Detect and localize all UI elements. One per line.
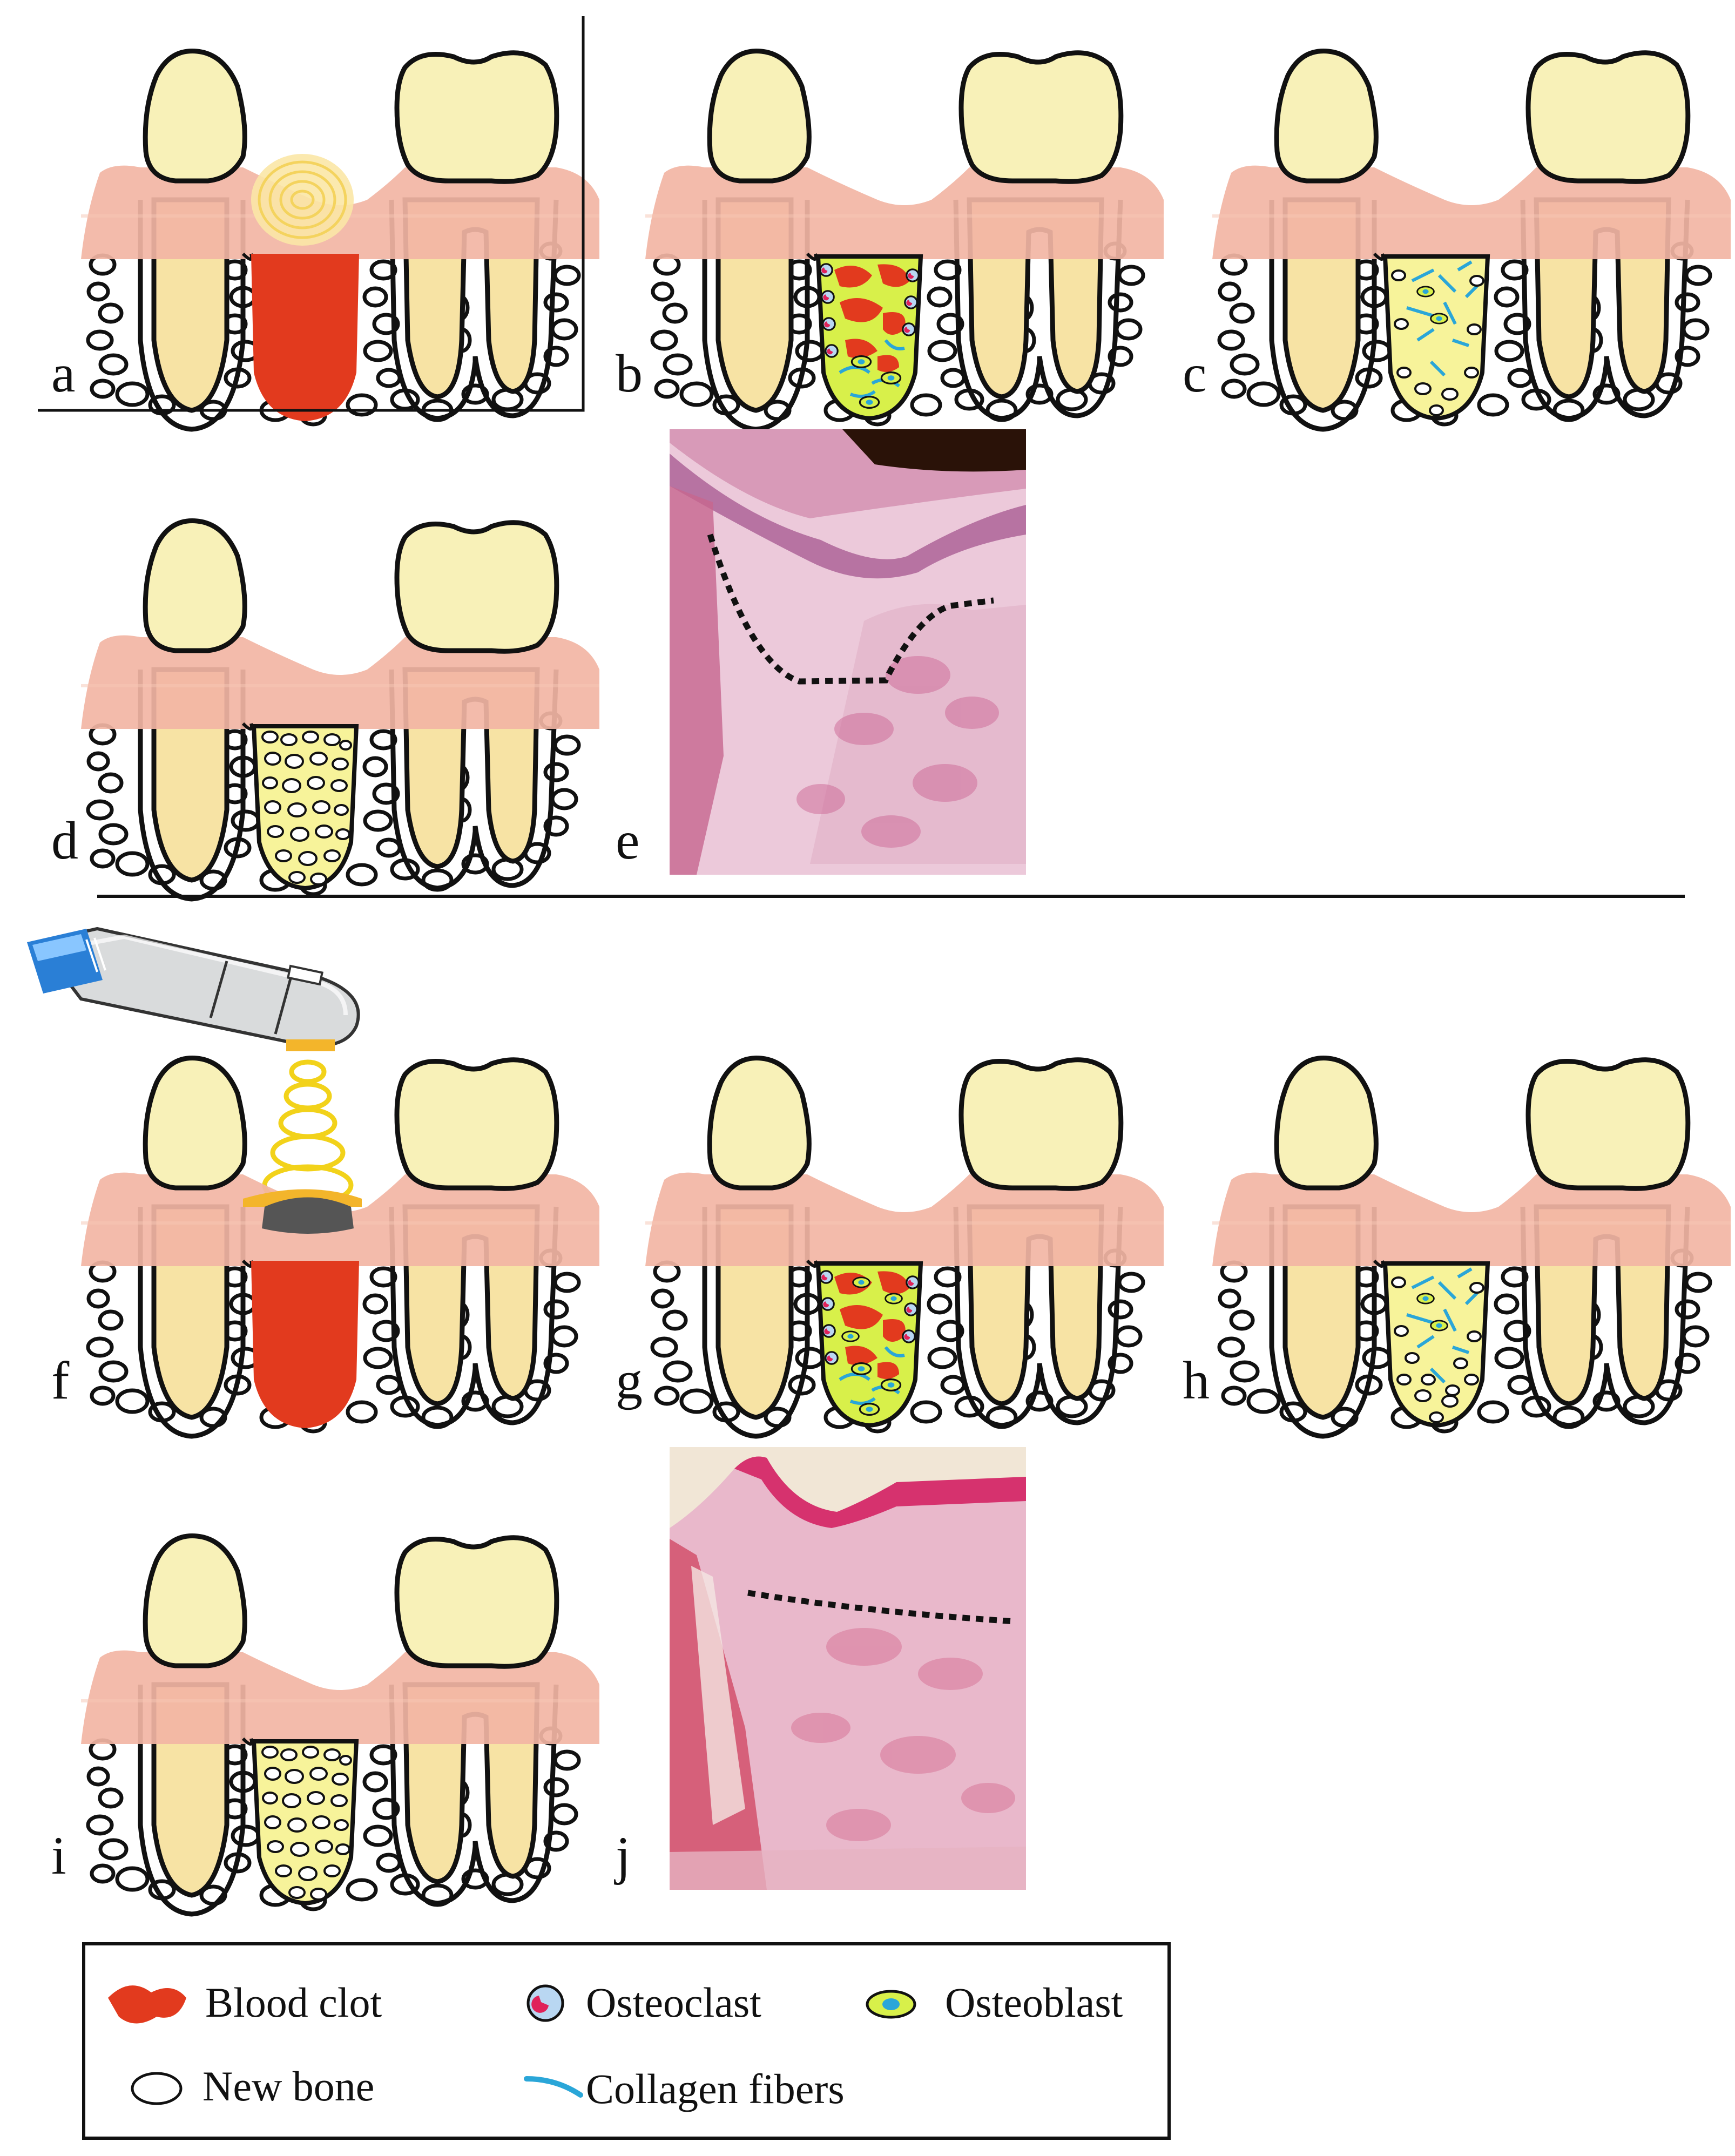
panel-h	[1212, 1058, 1731, 1436]
panel-label-b: b	[616, 343, 643, 403]
legend: Blood clot Osteoclast Osteoblast New bon…	[82, 1942, 1171, 2140]
panel-label-a: a	[51, 343, 75, 403]
panel-g	[645, 1058, 1164, 1436]
panel-label-g: g	[616, 1350, 643, 1410]
legend-label-osteoblast: Osteoblast	[945, 1979, 1123, 2026]
panel-label-c: c	[1183, 343, 1206, 403]
panel-d	[81, 521, 599, 899]
blood-clot-icon	[108, 1985, 186, 2024]
panel-label-e: e	[616, 810, 639, 870]
healing-boundary-line	[747, 1590, 1016, 1625]
legend-label-osteoclast: Osteoclast	[586, 1979, 761, 2026]
laser-beam	[262, 1059, 354, 1206]
legend-label-new-bone: New bone	[202, 2063, 374, 2110]
panel-label-j: j	[614, 1826, 631, 1885]
panel-c	[1212, 51, 1731, 429]
laser-handpiece-icon	[27, 927, 360, 1051]
panel-a-frame	[38, 16, 585, 412]
panel-i	[81, 1536, 599, 1914]
panel-a	[81, 51, 599, 429]
osteoclast-icon	[526, 1984, 564, 2022]
legend-label-blood-clot: Blood clot	[205, 1979, 382, 2026]
panel-f	[81, 1058, 599, 1436]
new-bone-icon	[131, 2072, 183, 2105]
panel-e-histology	[670, 429, 1026, 875]
panel-label-f: f	[51, 1350, 70, 1410]
panel-label-d: d	[51, 810, 78, 870]
blood-clot-halo	[251, 154, 354, 246]
panel-label-h: h	[1183, 1350, 1210, 1410]
panel-j-histology	[670, 1447, 1026, 1890]
panel-b	[645, 51, 1164, 429]
collagen-fiber-icon	[524, 2076, 583, 2098]
healing-boundary-line	[707, 533, 994, 685]
panel-label-i: i	[51, 1826, 66, 1885]
legend-label-collagen-fibers: Collagen fibers	[586, 2065, 845, 2112]
osteoblast-icon	[866, 1990, 916, 2019]
